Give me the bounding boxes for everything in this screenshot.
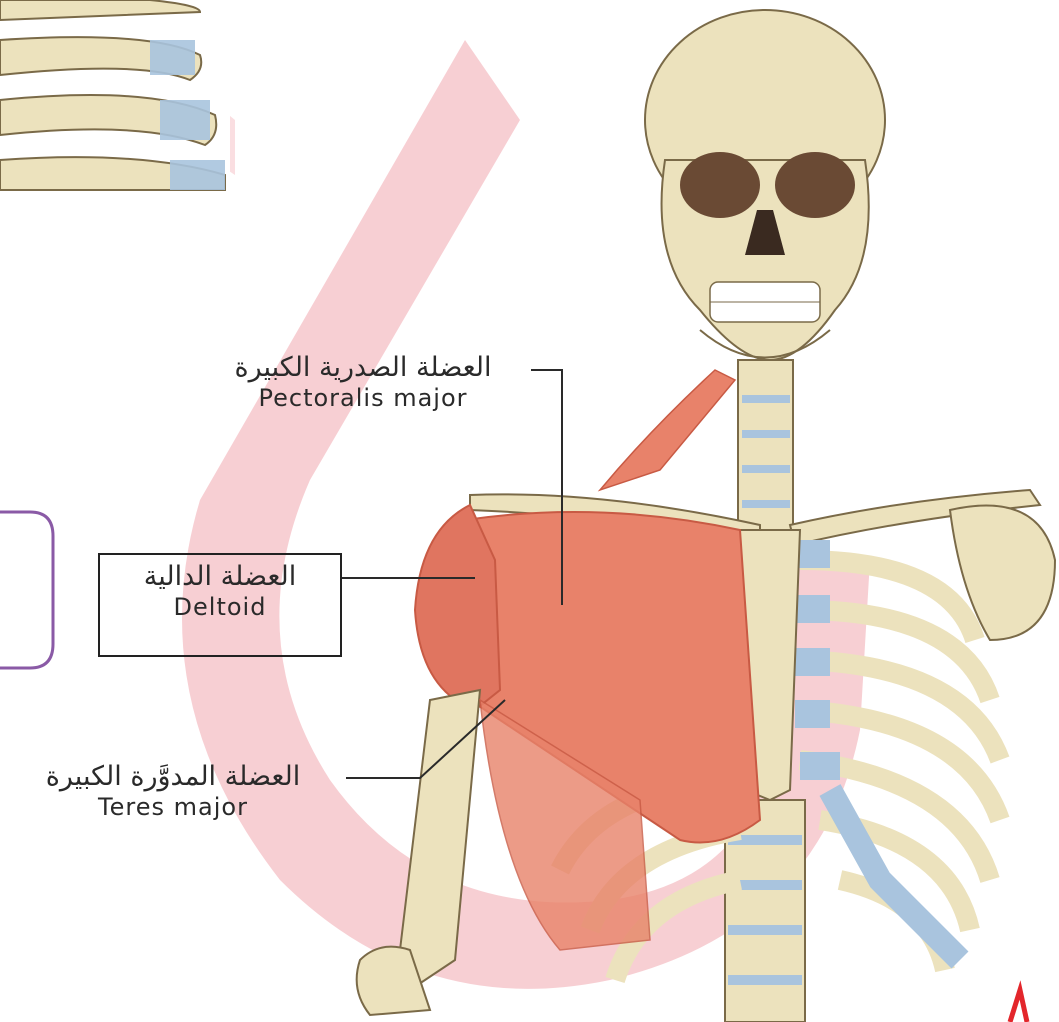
neck-muscle [600,370,735,490]
deltoid-label-box: العضلة الدالية Deltoid [98,553,342,657]
pectoralis-major-label: العضلة الصدرية الكبيرة Pectoralis major [195,352,531,413]
teres-major-arabic: العضلة المدوَّرة الكبيرة [0,761,346,793]
deltoid-arabic: العضلة الدالية [100,561,340,593]
rib-fragment-top-left [0,0,230,190]
teres-major-english: Teres major [0,793,346,822]
deltoid-english: Deltoid [100,593,340,622]
teres-major-label: العضلة المدوَّرة الكبيرة Teres major [0,761,346,822]
skull [645,10,885,360]
pectoralis-major-english: Pectoralis major [195,384,531,413]
rib-cage [795,540,1000,970]
brand-accent-mark [1010,990,1027,1022]
callout-box-edge [0,512,53,668]
pectoralis-major-arabic: العضلة الصدرية الكبيرة [195,352,531,384]
